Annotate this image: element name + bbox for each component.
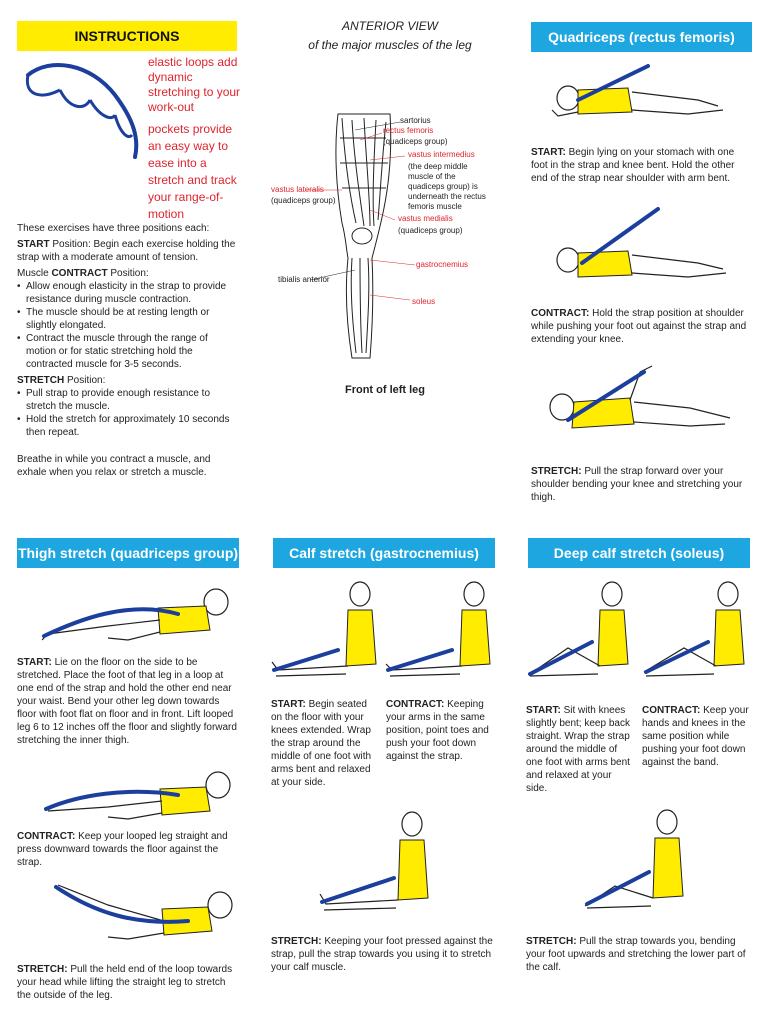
thigh-stretch-text: Pull the held end of the loop towards yo… [17,964,233,1001]
stretch-label: STRETCH [17,375,65,386]
label-soleus: soleus [412,297,436,306]
thigh-start: START: Lie on the floor on the side to b… [17,656,239,747]
anatomy-caption: Front of left leg [344,384,426,396]
deepcalf-start: START: Sit with knees slightly bent; kee… [526,704,632,795]
calf-contract-text: Keeping your arms in the same position, … [386,699,489,762]
deepcalf-start-text: Sit with knees slightly bent; keep back … [526,705,630,794]
thigh-contract-text: Keep your looped leg straight and press … [17,831,228,868]
calf-start-illustration [271,581,377,677]
anatomy-title-line1: ANTERIOR VIEW [341,19,438,33]
contract-suffix: Position: [107,268,149,279]
contract-bullets: Allow enough elasticity in the strap to … [17,280,239,371]
leg-muscle-diagram [335,113,392,359]
thigh-contract-label: CONTRACT: [17,831,76,842]
anatomy-pointer-lines [305,121,416,301]
deepcalf-contract: CONTRACT: Keep your hands and knees in t… [642,704,750,769]
quadriceps-contract-illustration [556,207,727,278]
calf-start-text: Begin seated on the floor with your knee… [271,699,372,788]
quadriceps-contract-label: CONTRACT: [531,308,590,319]
quadriceps-contract: CONTRACT: Hold the strap position at sho… [531,307,753,346]
quadriceps-stretch-label: STRETCH: [531,466,582,477]
thigh-start-text: Lie on the floor on the side to be stret… [17,657,237,746]
calf-stretch-illustration [319,811,429,911]
list-item: Pull strap to provide enough resistance … [17,387,239,413]
loops-text: elastic loops add dynamic stretching to … [148,55,241,114]
deepcalf-stretch-label: STRETCH: [526,936,577,947]
label-sartorius: sartorius [400,116,431,125]
intro-text: These exercises have three positions eac… [17,223,210,234]
quadriceps-stretch: STRETCH: Pull the strap forward over you… [531,465,753,504]
contract-position-heading: Muscle CONTRACT Position: [17,267,239,280]
label-gastrocnemius: gastrocnemius [416,260,469,269]
calf-contract: CONTRACT: Keeping your arms in the same … [386,698,494,763]
quadriceps-start-text: Begin lying on your stomach with one foo… [531,147,735,184]
quadriceps-start: START: Begin lying on your stomach with … [531,146,753,185]
deepcalf-header: Deep calf stretch (soleus) [528,538,750,568]
start-text: Position: Begin each exercise holding th… [17,239,236,263]
thigh-stretch-illustration [54,884,233,940]
deepcalf-contract-text: Keep your hands and knees in the same po… [642,705,749,768]
elastic-strap-illustration [25,62,139,159]
instructions-header: INSTRUCTIONS [17,21,237,51]
deepcalf-stretch: STRETCH: Pull the strap towards you, ben… [526,935,751,974]
label-vastus-intermedius-note: (the deep middle muscle of the quadiceps… [408,162,486,211]
calf-contract-illustration [385,581,491,677]
quadriceps-start-label: START: [531,147,566,158]
list-item: Allow enough elasticity in the strap to … [17,280,239,306]
label-lateralis-group: (quadiceps group) [271,196,336,205]
list-item: Hold the stretch for approximately 10 se… [17,413,239,439]
thigh-contract-illustration [44,771,231,820]
stretch-bullets: Pull strap to provide enough resistance … [17,387,239,439]
label-vastus-lateralis: vastus lateralis [271,185,324,194]
label-vastus-medialis: vastus medialis [398,214,453,223]
pockets-text: pockets provide an easy way to ease into… [148,122,237,221]
label-tibialis-anterior: tibialis anterior [278,275,330,284]
quadriceps-start-illustration [551,64,724,117]
calf-contract-label: CONTRACT: [386,699,445,710]
stretch-suffix: Position: [64,375,106,386]
quadriceps-contract-text: Hold the strap position at shoulder whil… [531,308,747,345]
list-item: The muscle should be at resting length o… [17,306,239,332]
quadriceps-stretch-text: Pull the strap forward over your shoulde… [531,466,743,503]
deepcalf-contract-label: CONTRACT: [642,705,701,716]
calf-start-label: START: [271,699,306,710]
thigh-start-label: START: [17,657,52,668]
anatomy-title: ANTERIOR VIEW of the major muscles of th… [280,17,500,55]
thigh-contract: CONTRACT: Keep your looped leg straight … [17,830,239,869]
thigh-start-illustration [41,588,229,641]
deepcalf-start-illustration [528,581,629,677]
stretch-position-heading: STRETCH Position: [17,374,239,387]
label-vastus-intermedius: vastus intermedius [408,150,475,159]
deepcalf-stretch-text: Pull the strap towards you, bending your… [526,936,746,973]
calf-start: START: Begin seated on the floor with yo… [271,698,376,789]
calf-stretch-label: STRETCH: [271,936,322,947]
quadriceps-header: Quadriceps (rectus femoris) [531,22,752,52]
thigh-stretch-label: STRETCH: [17,964,68,975]
start-label: START [17,239,50,250]
label-rectus-group: (quadiceps group) [383,137,448,146]
deepcalf-start-label: START: [526,705,561,716]
instructions-body: These exercises have three positions eac… [17,222,239,479]
label-rectus-femoris: rectus femoris [383,126,434,135]
calf-header: Calf stretch (gastrocnemius) [273,538,495,568]
deepcalf-stretch-illustration [584,809,684,909]
list-item: Contract the muscle through the range of… [17,332,239,371]
anatomy-title-line2: of the major muscles of the leg [308,38,472,52]
calf-stretch: STRETCH: Keeping your foot pressed again… [271,935,496,974]
calf-stretch-text: Keeping your foot pressed against the st… [271,936,493,973]
contract-prefix: Muscle [17,268,52,279]
label-medialis-group: (quadiceps group) [398,226,463,235]
start-position: START Position: Begin each exercise hold… [17,238,239,264]
deepcalf-contract-illustration [643,581,745,677]
contract-label: CONTRACT [51,268,108,279]
thigh-header: Thigh stretch (quadriceps group) [17,538,239,568]
quadriceps-stretch-illustration [549,365,731,429]
breathe-text: Breathe in while you contract a muscle, … [17,454,211,478]
thigh-stretch: STRETCH: Pull the held end of the loop t… [17,963,239,1002]
